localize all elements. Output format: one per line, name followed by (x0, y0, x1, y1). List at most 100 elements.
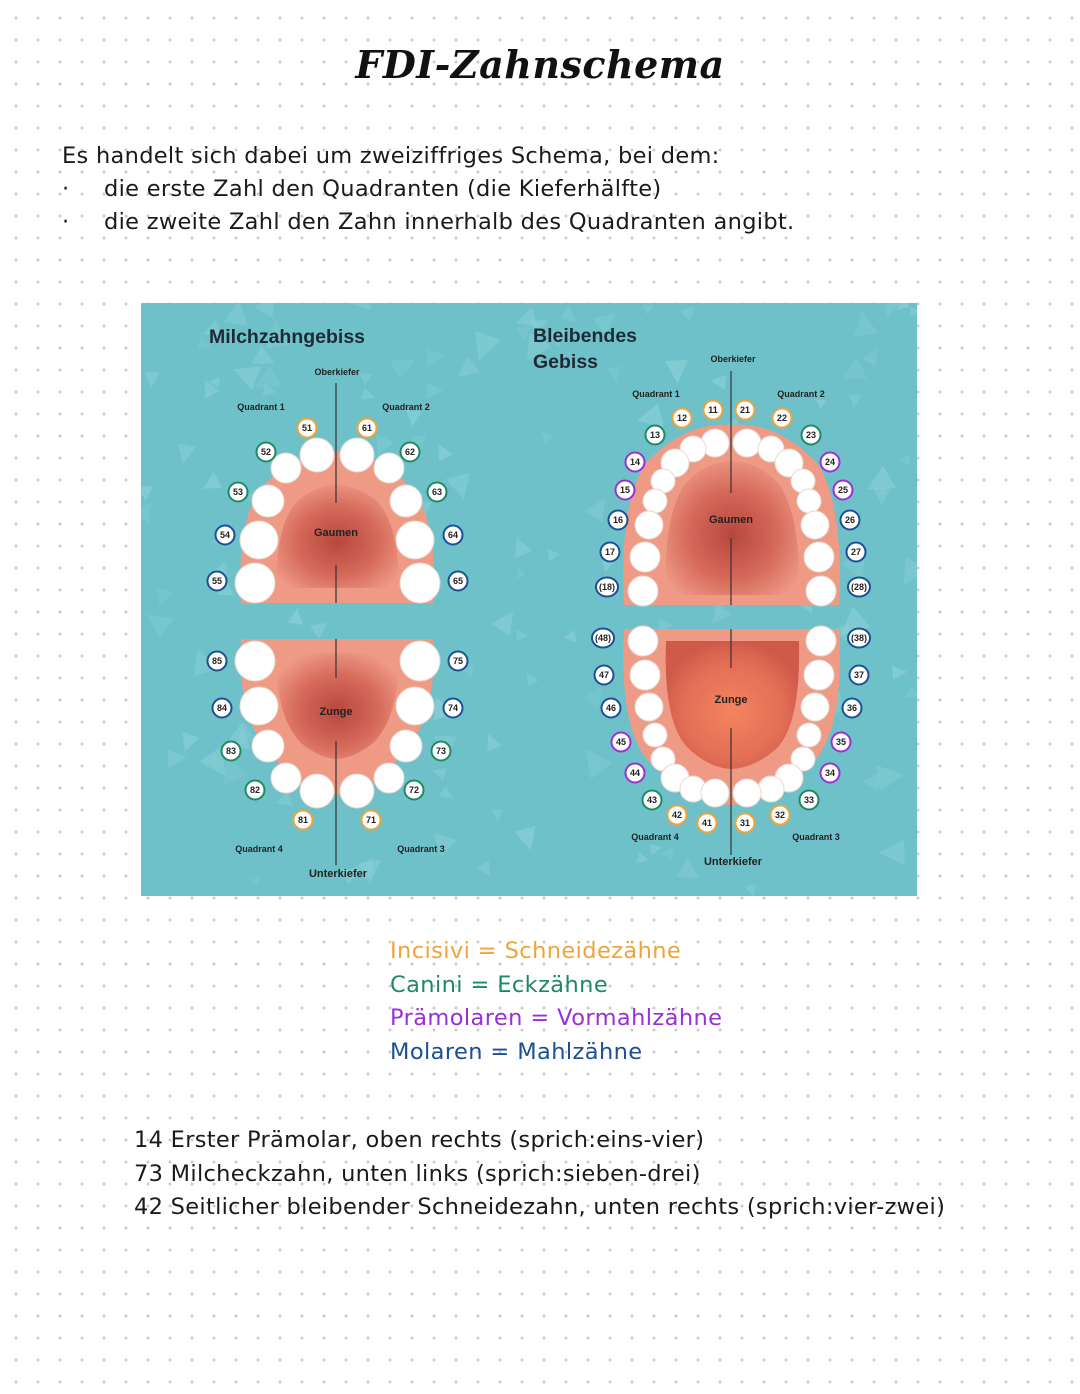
tooth-number-label: 54 (220, 530, 230, 540)
legend-item-incisivi: Incisivi = Schneidezähne (390, 935, 722, 969)
tooth-shape (628, 626, 658, 656)
tooth-number-label: 75 (453, 656, 463, 666)
legend-item-canini: Canini = Eckzähne (390, 969, 722, 1003)
tooth-number-label: 51 (302, 423, 312, 433)
tooth-number-label: 71 (366, 815, 376, 825)
tooth-number-label: 63 (432, 487, 442, 497)
permanent-tooth-marker-38: (38) (848, 629, 870, 648)
tooth-number-label: 26 (845, 515, 855, 525)
tooth-shape (340, 774, 374, 808)
tooth-shape (240, 687, 278, 725)
tooth-number-label: 74 (448, 703, 458, 713)
legend: Incisivi = Schneidezähne Canini = Eckzäh… (390, 935, 722, 1069)
primary-quadrant-4: Quadrant 4 (235, 844, 283, 854)
bullet-item-quadrant: · die erste Zahl den Quadranten (die Kie… (62, 173, 794, 206)
tooth-number-label: (38) (851, 633, 867, 643)
tooth-number-label: 83 (226, 746, 236, 756)
primary-tooth-marker-55: 55 (208, 572, 227, 591)
permanent-tooth-marker-22: 22 (773, 409, 792, 428)
primary-lower-label: Unterkiefer (309, 868, 368, 880)
tooth-number-label: 65 (453, 576, 463, 586)
tooth-number-label: 55 (212, 576, 222, 586)
primary-tooth-marker-52: 52 (257, 443, 276, 462)
tooth-number-label: 25 (838, 485, 848, 495)
primary-quadrant-2: Quadrant 2 (382, 402, 430, 412)
permanent-quadrant-4: Quadrant 4 (631, 832, 679, 842)
tooth-number-label: 33 (804, 795, 814, 805)
permanent-tongue-label: Zunge (715, 694, 748, 706)
tooth-shape (797, 489, 821, 513)
permanent-heading-1: Bleibendes (533, 325, 637, 347)
page-title: FDI-Zahnschema (0, 42, 1080, 87)
permanent-tooth-marker-18: (18) (596, 578, 618, 597)
tooth-shape (635, 511, 663, 539)
primary-tooth-marker-71: 71 (362, 811, 381, 830)
permanent-tooth-marker-25: 25 (834, 481, 853, 500)
tooth-number-label: 82 (250, 785, 260, 795)
primary-tooth-marker-85: 85 (208, 652, 227, 671)
permanent-lower-label: Unterkiefer (704, 856, 763, 868)
tooth-number-label: 44 (630, 768, 640, 778)
tooth-shape (252, 730, 284, 762)
tooth-shape (300, 438, 334, 472)
permanent-tooth-marker-27: 27 (847, 543, 866, 562)
legend-item-molaren: Molaren = Mahlzähne (390, 1036, 722, 1070)
tooth-shape (374, 763, 404, 793)
tooth-number-label: 42 (672, 810, 682, 820)
tooth-number-label: 36 (847, 703, 857, 713)
primary-tooth-marker-62: 62 (401, 443, 420, 462)
bullet-text: die erste Zahl den Quadranten (die Kiefe… (104, 176, 661, 202)
tooth-number-label: 37 (854, 670, 864, 680)
tooth-number-label: 34 (825, 768, 835, 778)
tooth-number-label: 21 (740, 405, 750, 415)
tooth-number-label: 84 (217, 703, 227, 713)
bullet-icon: · (62, 173, 69, 206)
permanent-tooth-marker-13: 13 (646, 426, 665, 445)
tooth-shape (635, 693, 663, 721)
permanent-tooth-marker-31: 31 (736, 814, 755, 833)
primary-tooth-marker-72: 72 (405, 781, 424, 800)
tooth-number-label: 61 (362, 423, 372, 433)
permanent-tooth-marker-36: 36 (843, 699, 862, 718)
bullet-item-tooth: · die zweite Zahl den Zahn innerhalb des… (62, 206, 794, 239)
tooth-number-label: 81 (298, 815, 308, 825)
primary-tooth-marker-53: 53 (229, 483, 248, 502)
tooth-number-label: (48) (595, 633, 611, 643)
example-item: 73 Milcheckzahn, unten links (sprich:sie… (134, 1158, 945, 1192)
legend-item-praemolaren: Prämolaren = Vormahlzähne (390, 1002, 722, 1036)
tooth-number-label: 64 (448, 530, 458, 540)
tooth-shape (806, 626, 836, 656)
tooth-shape (733, 779, 761, 807)
tooth-number-label: 22 (777, 413, 787, 423)
tooth-shape (396, 687, 434, 725)
tooth-shape (804, 660, 834, 690)
tooth-number-label: 45 (616, 737, 626, 747)
tooth-number-label: 62 (405, 447, 415, 457)
permanent-tooth-marker-37: 37 (850, 666, 869, 685)
permanent-tooth-marker-48: (48) (592, 629, 614, 648)
examples-list: 14 Erster Prämolar, oben rechts (sprich:… (134, 1124, 945, 1225)
tooth-shape (252, 485, 284, 517)
tooth-number-label: 46 (606, 703, 616, 713)
tooth-number-label: 41 (702, 818, 712, 828)
permanent-quadrant-1: Quadrant 1 (632, 389, 680, 399)
permanent-tooth-marker-17: 17 (601, 543, 620, 562)
permanent-tooth-marker-15: 15 (616, 481, 635, 500)
tooth-number-label: 53 (233, 487, 243, 497)
permanent-tooth-marker-28: (28) (848, 578, 870, 597)
tooth-number-label: 52 (261, 447, 271, 457)
tooth-shape (271, 763, 301, 793)
primary-upper-label: Oberkiefer (314, 367, 360, 377)
tooth-number-label: 11 (708, 405, 718, 415)
permanent-tooth-marker-12: 12 (673, 409, 692, 428)
intro-text: Es handelt sich dabei um zweiziffriges S… (62, 140, 794, 239)
primary-tooth-marker-61: 61 (358, 419, 377, 438)
tooth-number-label: 15 (620, 485, 630, 495)
permanent-tooth-marker-11: 11 (704, 401, 723, 420)
tooth-shape (235, 641, 275, 681)
primary-tooth-marker-84: 84 (213, 699, 232, 718)
tooth-shape (400, 641, 440, 681)
tooth-shape (240, 521, 278, 559)
tooth-number-label: 72 (409, 785, 419, 795)
tooth-shape (396, 521, 434, 559)
